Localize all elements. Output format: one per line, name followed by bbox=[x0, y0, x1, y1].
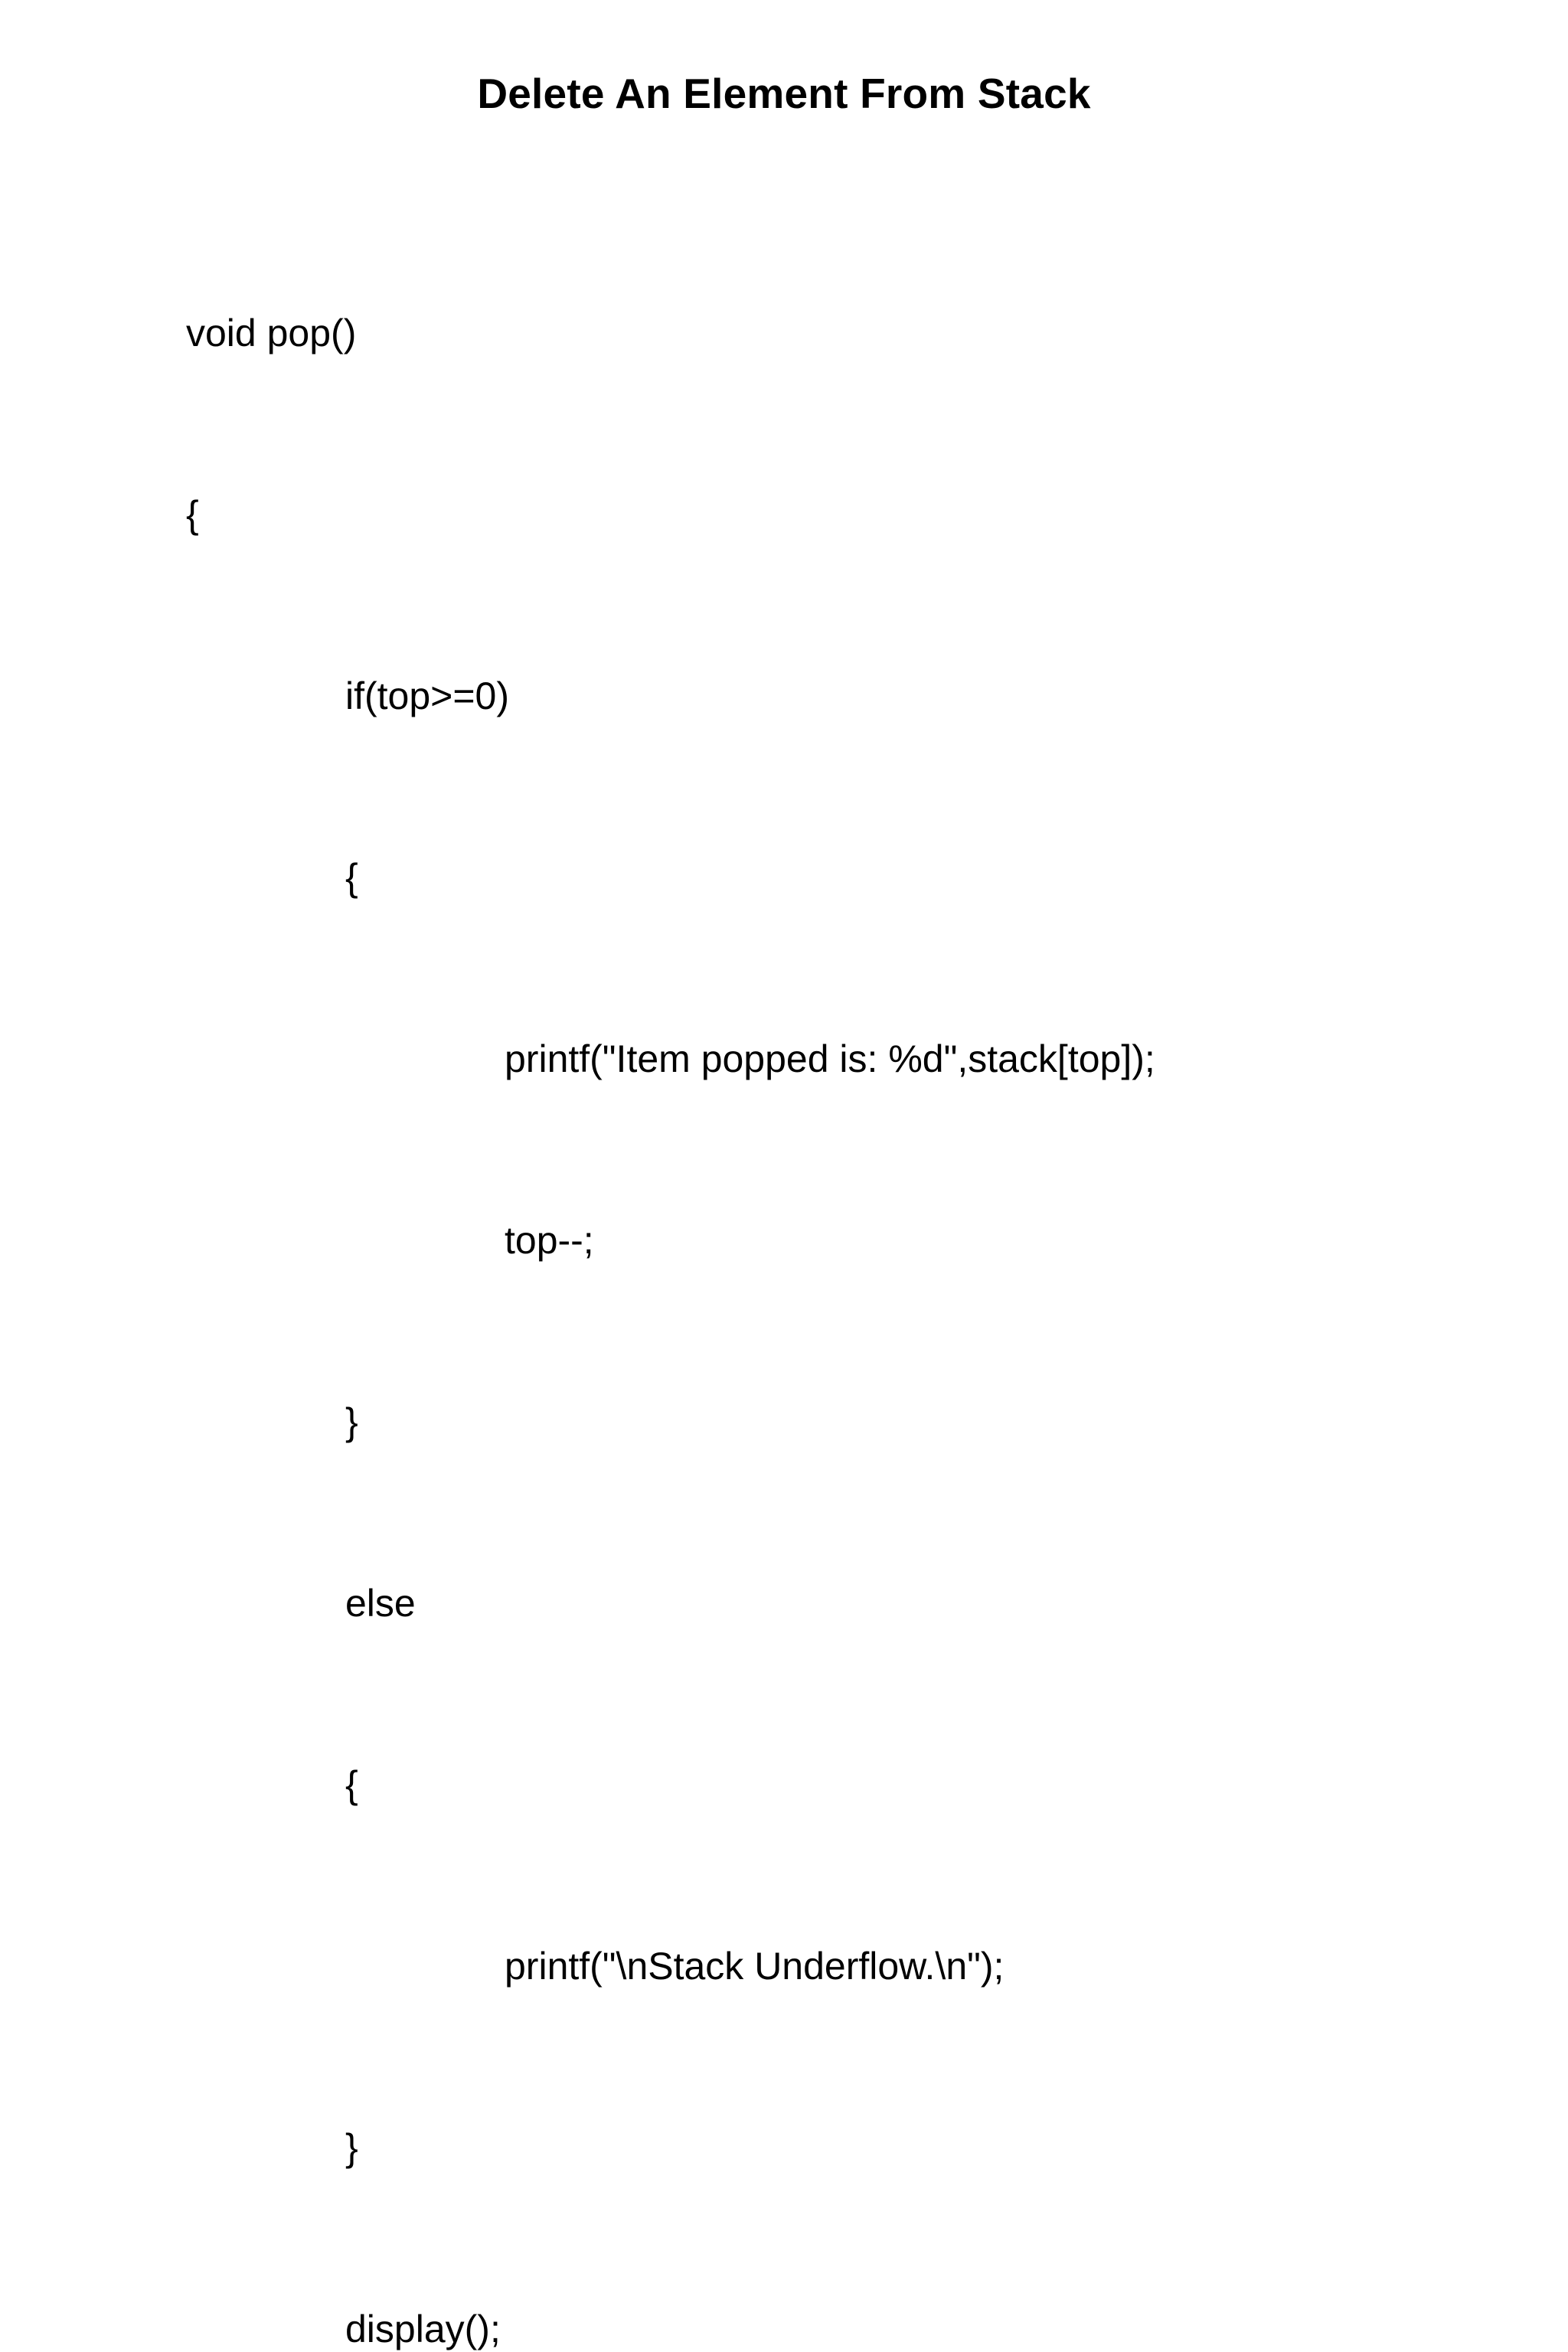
code-line: { bbox=[345, 856, 358, 899]
code-line: else bbox=[345, 1582, 416, 1625]
code-line: if(top>=0) bbox=[345, 675, 510, 717]
code-block: void pop() { if(top>=0) { printf("Item p… bbox=[186, 182, 1488, 2352]
code-line: printf("Item popped is: %d",stack[top]); bbox=[505, 1037, 1155, 1080]
code-line: display(); bbox=[345, 2308, 501, 2350]
page-title: Delete An Element From Stack bbox=[477, 69, 1091, 117]
slide-canvas: Delete An Element From Stack void pop() … bbox=[186, 69, 1155, 2350]
code-line: top--; bbox=[505, 1219, 594, 1262]
code-line: void pop() bbox=[186, 312, 357, 354]
code-line: } bbox=[345, 1400, 358, 1443]
code-line: printf("\nStack Underflow.\n"); bbox=[505, 1945, 1004, 1988]
code-line: } bbox=[345, 2126, 358, 2169]
code-line: { bbox=[186, 493, 199, 536]
code-line: { bbox=[345, 1763, 358, 1806]
